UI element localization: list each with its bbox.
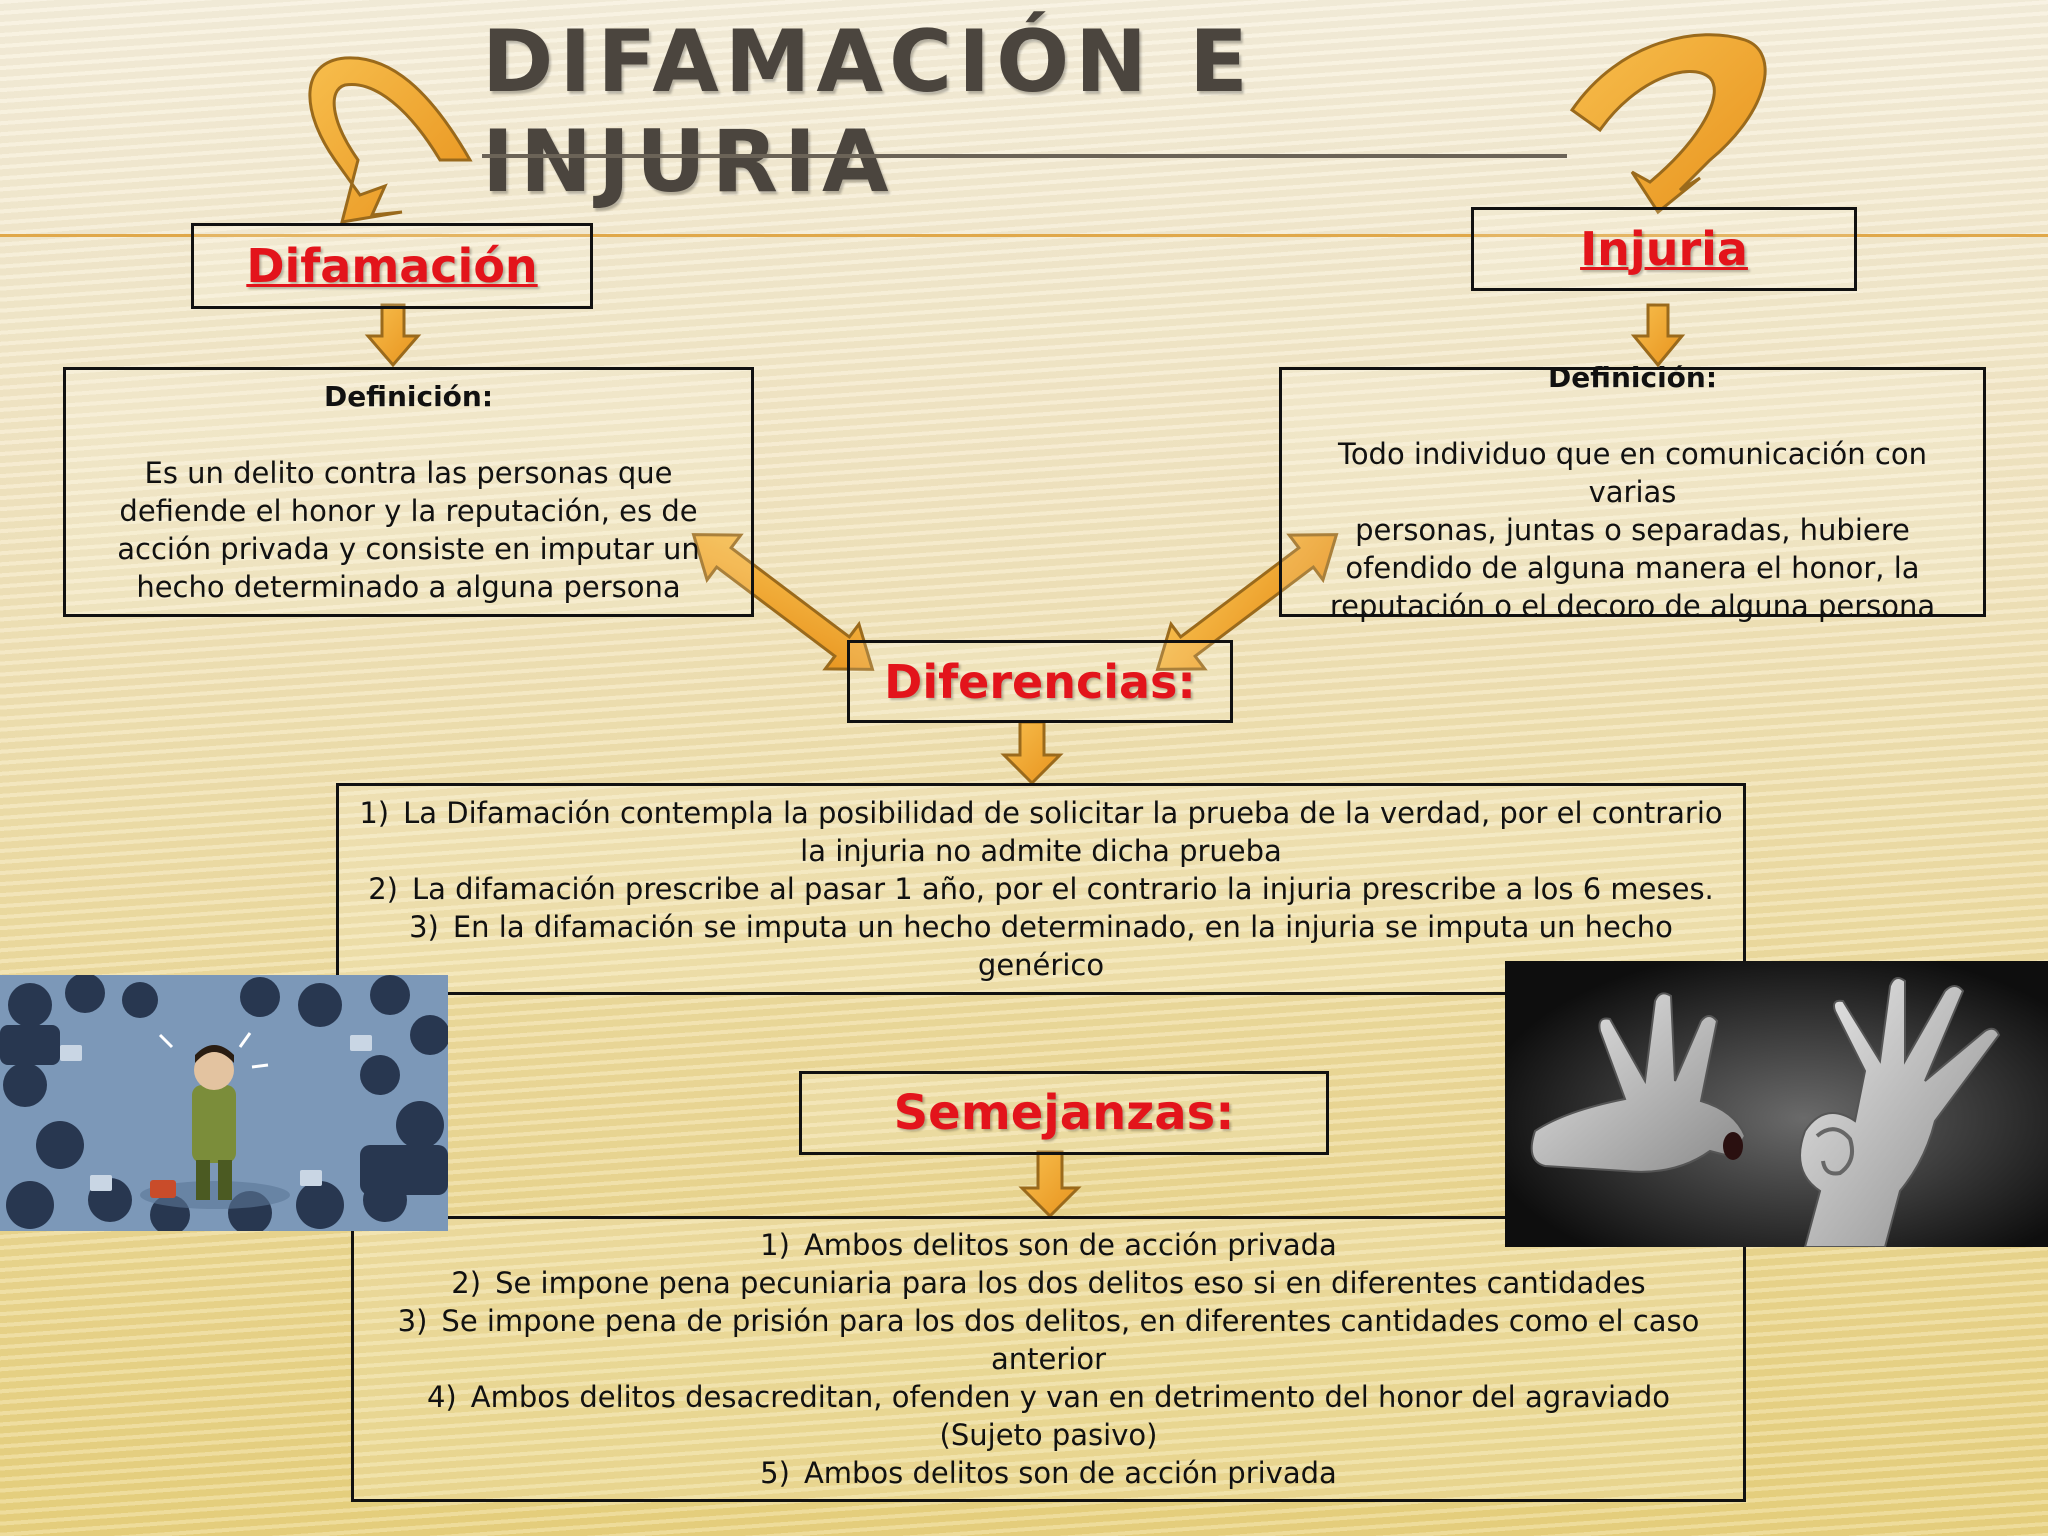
diferencias-item-3: 3)En la difamación se imputa un hecho de… — [409, 910, 1673, 982]
difamacion-definition-line-4: hecho determinado a alguna persona — [136, 570, 681, 604]
down-arrow-injuria-icon — [1630, 303, 1686, 368]
diferencias-list: 1)La Difamación contempla la posibilidad… — [359, 794, 1722, 984]
difamacion-definition-label: Definición: — [323, 380, 494, 413]
difamacion-definition-line-2: defiende el honor y la reputación, es de — [119, 494, 698, 528]
down-arrow-semejanzas-icon — [1018, 1150, 1082, 1219]
injuria-definition-line-1: Todo individuo que en comunicación con v… — [1338, 437, 1927, 509]
semejanzas-list-box: 1)Ambos delitos son de acción privada 2)… — [351, 1216, 1746, 1502]
difamacion-definition-line-1: Es un delito contra las personas que — [144, 456, 673, 490]
hands-mouth-ear-illustration — [1505, 961, 2048, 1247]
semejanzas-heading-box: Semejanzas: — [799, 1071, 1329, 1155]
injuria-definition-line-3: ofendido de alguna manera el honor, la — [1345, 551, 1920, 585]
injuria-heading: Injuria — [1580, 222, 1748, 276]
injuria-definition-line-2: personas, juntas o separadas, hubiere — [1355, 513, 1910, 547]
difamacion-heading: Difamación — [246, 239, 538, 293]
semejanzas-item-5: 5)Ambos delitos son de acción privada — [760, 1456, 1337, 1490]
page-title: DIFAMACIÓN E INJURIA — [482, 12, 1254, 212]
diferencias-list-box: 1)La Difamación contempla la posibilidad… — [336, 783, 1746, 995]
double-arrow-right-icon — [1155, 533, 1339, 671]
diferencias-heading: Diferencias: — [884, 654, 1196, 709]
injuria-heading-box: Injuria — [1471, 207, 1857, 291]
diferencias-item-2: 2)La difamación prescribe al pasar 1 año… — [368, 872, 1714, 906]
header-divider-line — [0, 234, 2048, 237]
curved-arrow-left-icon — [308, 56, 473, 224]
injuria-definition-line-4: reputación o el decoro de alguna persona — [1329, 589, 1936, 623]
difamacion-definition-line-3: acción privada y consiste en imputar un — [117, 532, 700, 566]
semejanzas-item-1: 1)Ambos delitos son de acción privada — [760, 1228, 1337, 1262]
down-arrow-diferencias-icon — [1000, 720, 1064, 786]
curved-arrow-right-icon — [1569, 33, 1767, 215]
diferencias-heading-box: Diferencias: — [847, 640, 1233, 723]
injuria-definition-label: Definición: — [1547, 361, 1718, 394]
difamacion-definition-box: Definición: Es un delito contra las pers… — [63, 367, 754, 617]
semejanzas-item-4: 4)Ambos delitos desacreditan, ofenden y … — [426, 1380, 1670, 1452]
down-arrow-difamacion-icon — [364, 303, 422, 368]
semejanzas-list: 1)Ambos delitos son de acción privada 2)… — [398, 1226, 1700, 1492]
title-underline — [482, 154, 1567, 158]
double-arrow-left-icon — [691, 533, 875, 671]
semejanzas-heading: Semejanzas: — [893, 1085, 1235, 1141]
semejanzas-item-2: 2)Se impone pena pecuniaria para los dos… — [451, 1266, 1646, 1300]
semejanzas-item-3: 3)Se impone pena de prisión para los dos… — [397, 1304, 1700, 1376]
bullied-child-illustration — [0, 975, 448, 1231]
injuria-definition-box: Definición: Todo individuo que en comuni… — [1279, 361, 1986, 623]
difamacion-heading-box: Difamación — [191, 223, 593, 309]
diferencias-item-1: 1)La Difamación contempla la posibilidad… — [359, 796, 1723, 868]
